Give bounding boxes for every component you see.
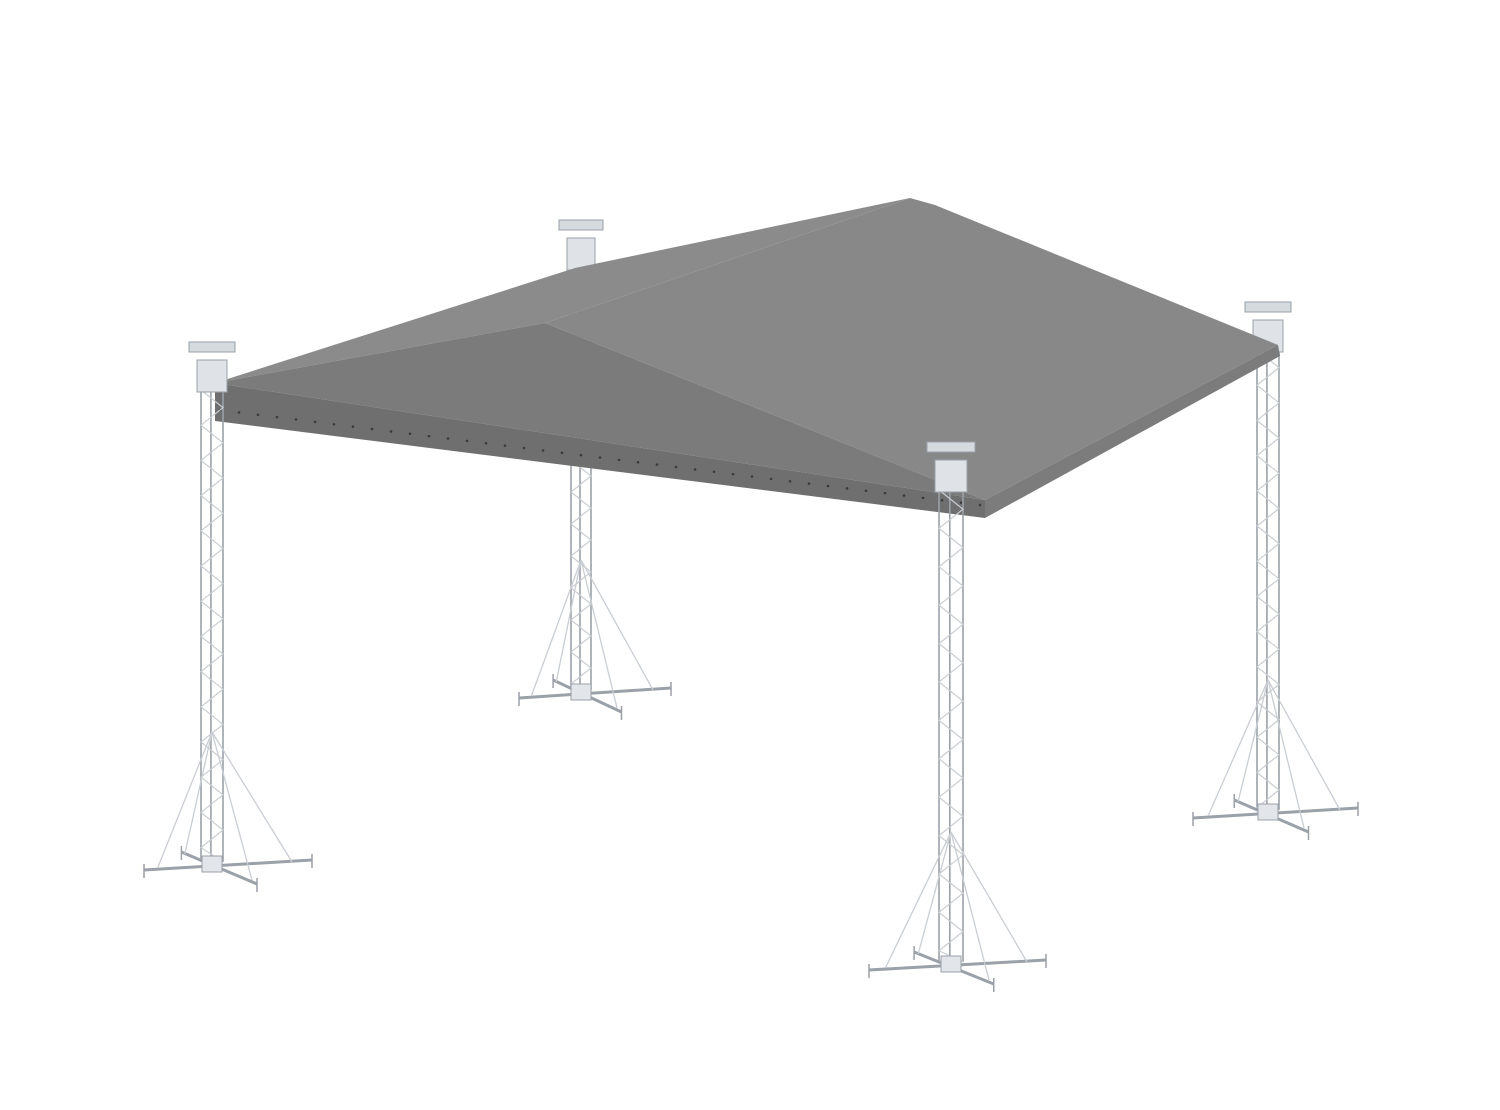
- base-plate: [570, 683, 592, 701]
- base-plate: [940, 955, 962, 973]
- roof-front-skirt: [215, 383, 985, 518]
- grommet: [465, 439, 469, 443]
- stabilizer: [884, 831, 952, 969]
- grommet: [902, 494, 906, 497]
- truss-bracing: [937, 489, 964, 963]
- grommet: [655, 463, 659, 466]
- stabilizer: [1267, 679, 1305, 829]
- sleeve-block: [934, 459, 968, 493]
- tower-front-left: [143, 341, 313, 892]
- grommet: [921, 496, 925, 500]
- grommet: [788, 479, 792, 483]
- stabilizer: [917, 831, 952, 955]
- grommet: [940, 498, 944, 502]
- grommet: [864, 489, 868, 493]
- top-section: [188, 341, 236, 353]
- outrigger: [143, 858, 313, 872]
- tower-front-right: [868, 441, 1047, 992]
- grommet: [826, 484, 830, 488]
- grommet: [674, 465, 678, 469]
- stabilizer: [580, 559, 654, 691]
- grommet: [636, 460, 640, 464]
- grommet: [731, 472, 735, 476]
- top-section: [558, 219, 604, 231]
- roof-back-slope: [215, 198, 910, 383]
- roof-front-slope: [215, 323, 985, 500]
- stabilizer: [211, 731, 253, 881]
- top-section: [926, 441, 976, 453]
- stabilizer: [1207, 679, 1269, 817]
- sleeve-block: [196, 359, 228, 393]
- grommet: [978, 503, 982, 507]
- grommet: [351, 425, 355, 428]
- grommet: [313, 420, 317, 424]
- grommet: [237, 411, 241, 414]
- stabilizer: [184, 731, 213, 855]
- grommet: [807, 482, 811, 485]
- grommet: [750, 475, 754, 478]
- stabilizer: [580, 559, 618, 709]
- grommet: [522, 446, 526, 450]
- grommet: [370, 427, 374, 431]
- stabilizer: [950, 831, 1028, 963]
- grommet: [275, 415, 279, 419]
- base-plate: [201, 855, 223, 873]
- truss-bracing: [1255, 349, 1280, 811]
- towers-front: [143, 341, 1047, 992]
- grommet: [541, 449, 545, 452]
- stabilizer: [1237, 679, 1269, 803]
- outrigger: [518, 686, 672, 700]
- stabilizer: [156, 731, 213, 869]
- grommet: [560, 451, 564, 455]
- grommet: [579, 453, 583, 457]
- stabilizer: [211, 731, 293, 863]
- grommet: [294, 418, 298, 421]
- grommet: [446, 437, 450, 440]
- sleeve-block: [566, 237, 596, 271]
- grommet: [484, 441, 488, 445]
- grommet: [693, 468, 697, 471]
- grommet: [389, 430, 393, 433]
- towers-back: [518, 219, 1359, 840]
- stabilizer: [1267, 679, 1341, 811]
- grommet: [503, 444, 507, 447]
- grommet: [845, 487, 849, 490]
- base-plate: [1257, 803, 1279, 821]
- stabilizer: [950, 831, 990, 981]
- grommet: [883, 491, 887, 495]
- grommet: [712, 470, 716, 474]
- grommet: [332, 422, 336, 426]
- truss-bracing: [199, 389, 224, 863]
- grommet: [408, 432, 412, 436]
- grommet: [598, 456, 602, 459]
- grommet: [256, 413, 260, 417]
- roof-right-slope: [545, 198, 1278, 500]
- grommet: [617, 458, 621, 462]
- roof: [215, 198, 1280, 518]
- stabilizer: [530, 559, 582, 697]
- top-section: [1244, 301, 1292, 313]
- grommet: [427, 434, 431, 438]
- stabilizer: [555, 559, 582, 683]
- roof-grommets: [218, 408, 982, 507]
- roof-right-skirt: [985, 345, 1280, 518]
- grommet: [959, 501, 963, 504]
- grommet: [769, 477, 773, 481]
